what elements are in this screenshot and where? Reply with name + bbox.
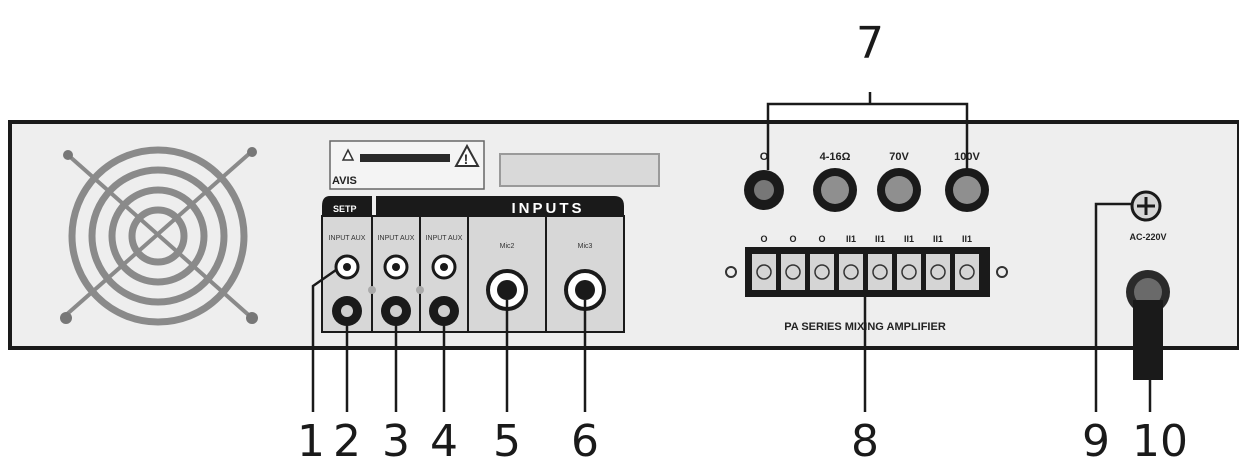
power-label: AC-220V — [1129, 232, 1166, 242]
terminal-label-4-16: 4-16Ω — [820, 151, 851, 163]
svg-text:!: ! — [464, 151, 469, 167]
svg-text:II1: II1 — [904, 234, 914, 244]
fan-grille — [64, 146, 254, 326]
svg-text:II1: II1 — [962, 234, 972, 244]
setup-header-label: SETP — [333, 204, 357, 214]
mic2-label: Mic2 — [500, 243, 515, 250]
svg-text:II1: II1 — [875, 234, 885, 244]
callout-6: 6 — [571, 416, 599, 460]
svg-text:O: O — [818, 234, 825, 244]
jack-label: INPUT AUX — [378, 235, 415, 242]
callout-5: 5 — [493, 416, 521, 460]
svg-text:II1: II1 — [933, 234, 943, 244]
callout-4: 4 — [430, 416, 458, 460]
callout-10: 10 — [1132, 416, 1188, 460]
setup-header-bar — [322, 196, 372, 216]
warning-label: ! AVIS — [329, 140, 485, 190]
terminal-strip — [725, 247, 1008, 297]
callout-1: 1 — [297, 416, 325, 460]
terminal-label-70v: 70V — [889, 151, 909, 163]
svg-text:O: O — [760, 234, 767, 244]
mic-jacks — [486, 269, 606, 311]
rca-jacks — [332, 254, 459, 326]
jack-label: INPUT AUX — [329, 235, 366, 242]
blank-label-plate — [499, 153, 660, 187]
callout-3: 3 — [382, 416, 410, 460]
inputs-header-label: INPUTS — [511, 200, 584, 217]
inputs-header-bar — [376, 196, 624, 216]
terminal-label-0: O — [760, 151, 769, 163]
ground-screw — [1130, 190, 1162, 222]
callout-lines — [311, 92, 1152, 412]
svg-text:O: O — [789, 234, 796, 244]
speaker-output-terminals — [744, 168, 989, 212]
svg-text:II1: II1 — [846, 234, 856, 244]
warning-triangle-icon — [454, 143, 480, 167]
jack-label: INPUT AUX — [426, 235, 463, 242]
callout-2: 2 — [333, 416, 361, 460]
fan-screws — [60, 147, 258, 324]
callout-8: 8 — [851, 416, 879, 460]
power-cord — [1126, 270, 1170, 380]
callout-9: 9 — [1082, 416, 1110, 460]
warning-triangle-icon — [341, 148, 355, 161]
mic3-label: Mic3 — [578, 243, 593, 250]
warning-label-text: AVIS — [332, 175, 357, 187]
callout-7: 7 — [856, 18, 884, 69]
terminal-strip-labels: O O O II1 II1 II1 II1 II1 — [760, 234, 972, 244]
